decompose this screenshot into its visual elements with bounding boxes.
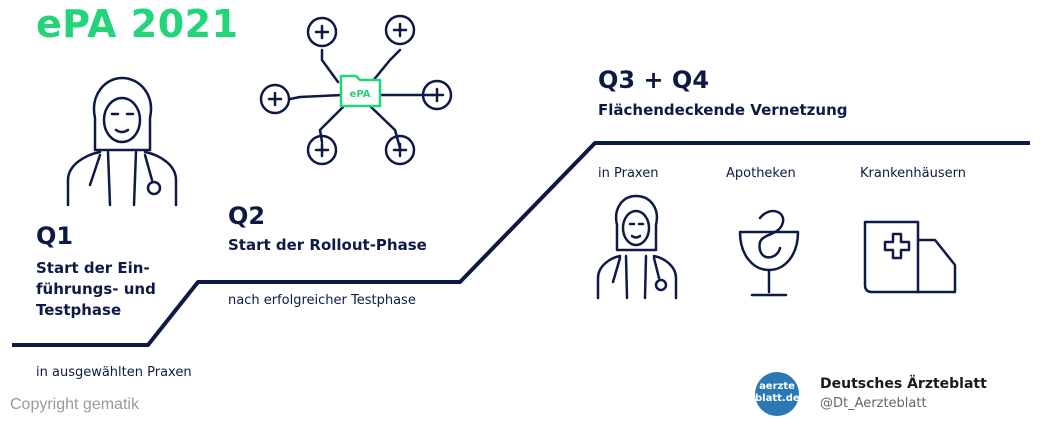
logo-text-line: aerzte [759,381,795,392]
plus-node-icon [421,79,453,111]
phase-q3-q4-label: Q3 + Q4 [598,66,710,94]
phase-q1-description: Start der Ein- führungs- und Testphase [36,258,186,321]
source-name: Deutsches Ärzteblatt [820,376,987,392]
place-practices-label: in Praxen [598,166,659,181]
ambulance-icon [863,220,957,294]
phase-q1-desc-line: führungs- und [36,280,156,298]
source-handle: @Dt_Aerzteblatt [820,396,927,411]
plus-node-icon [384,134,416,166]
copyright-text: Copyright gematik [10,396,139,413]
aerzteblatt-logo: aerzte blatt.de [755,372,800,416]
phase-q1-note: in ausgewählten Praxen [36,365,192,380]
plus-node-icon [306,134,338,166]
phase-q2-note: nach erfolgreicher Testphase [228,293,416,308]
place-pharmacies-label: Apotheken [726,166,796,181]
doctor-icon [596,194,678,300]
doctor-icon [66,76,178,207]
plus-node-icon [384,14,416,46]
folder-icon [339,74,382,108]
timeline-staircase-line [12,141,1030,347]
phase-q1-label: Q1 [36,222,74,250]
plus-node-icon [306,16,338,48]
logo-text-line: blatt.de [755,393,800,404]
phase-q1-desc-line: Start der Ein- [36,259,150,277]
place-hospitals-label: Krankenhäusern [860,166,966,181]
plus-node-icon [259,83,291,115]
phase-q2-description: Start der Rollout-Phase [228,236,427,254]
page-title: ePA 2021 [36,2,239,46]
phase-q3-q4-description: Flächendeckende Vernetzung [598,101,848,119]
epa-folder-label: ePA [350,89,371,100]
phase-q1-desc-line: Testphase [36,301,122,319]
pharmacy-bowl-icon [738,209,800,297]
phase-q2-label: Q2 [228,202,266,230]
epa-network-diagram [259,14,453,166]
